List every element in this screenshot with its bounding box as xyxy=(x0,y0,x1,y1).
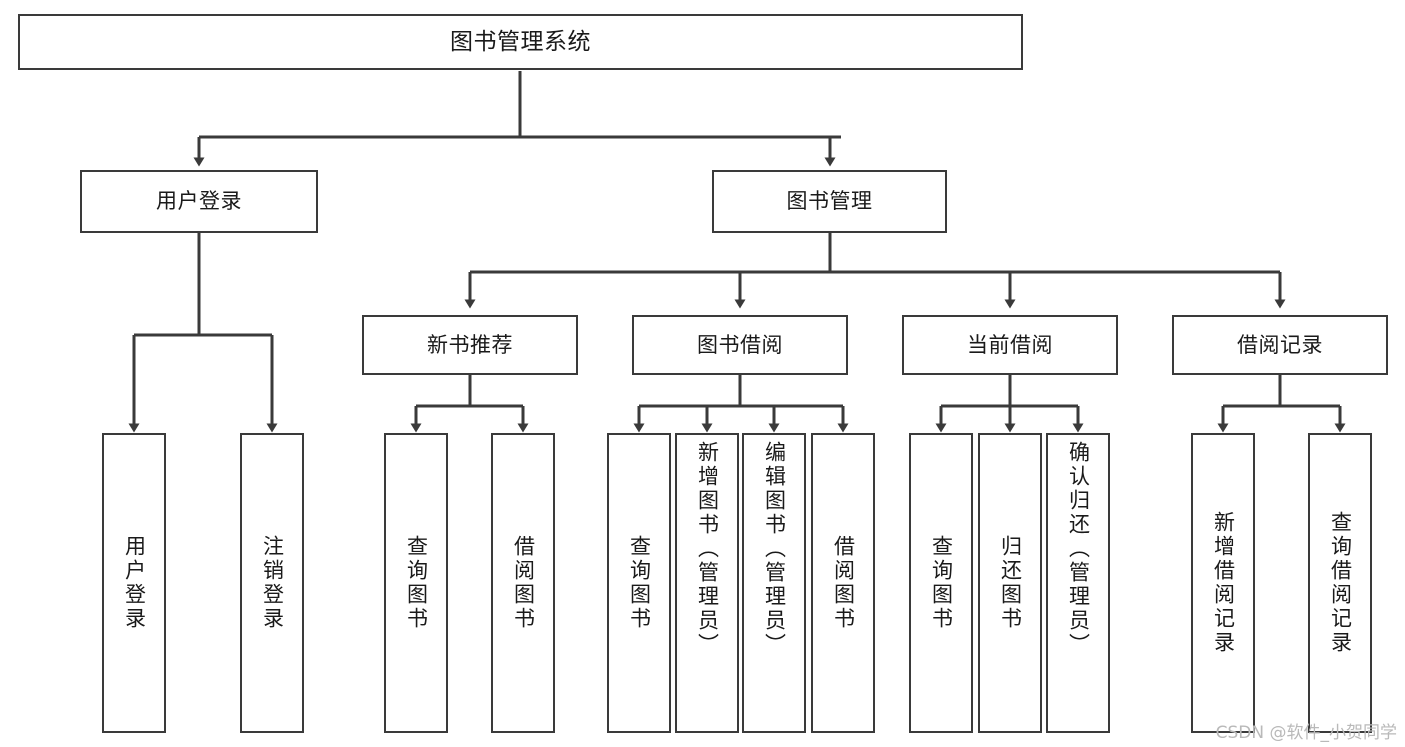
leaf-return-book[interactable]: 归还图书 xyxy=(978,433,1042,733)
leaf-add-borrow-record-label: 新增借阅记录 xyxy=(1211,511,1236,655)
leaf-add-book-admin-label: 新增图书（管理员） xyxy=(695,441,720,657)
leaf-query-book-recommend-label: 查询图书 xyxy=(404,535,429,631)
node-root[interactable]: 图书管理系统 xyxy=(18,14,1023,70)
node-current-borrow[interactable]: 当前借阅 xyxy=(902,315,1118,375)
leaf-borrow-book-recommend[interactable]: 借阅图书 xyxy=(491,433,555,733)
node-new-book-recommend-label: 新书推荐 xyxy=(427,332,513,357)
leaf-query-book-borrow-label: 查询图书 xyxy=(627,535,652,631)
leaf-query-borrow-record-label: 查询借阅记录 xyxy=(1328,511,1353,655)
node-user-login[interactable]: 用户登录 xyxy=(80,170,318,233)
leaf-logout-label: 注销登录 xyxy=(260,535,285,631)
leaf-confirm-return-admin[interactable]: 确认归还（管理员） xyxy=(1046,433,1110,733)
leaf-confirm-return-admin-label: 确认归还（管理员） xyxy=(1066,441,1091,657)
node-book-management-label: 图书管理 xyxy=(786,189,873,214)
leaf-query-book-recommend[interactable]: 查询图书 xyxy=(384,433,448,733)
node-borrow-record-label: 借阅记录 xyxy=(1237,332,1323,357)
leaf-logout[interactable]: 注销登录 xyxy=(240,433,304,733)
node-book-borrow-label: 图书借阅 xyxy=(697,332,783,357)
leaf-borrow-book-recommend-label: 借阅图书 xyxy=(511,535,536,631)
leaf-add-book-admin[interactable]: 新增图书（管理员） xyxy=(675,433,739,733)
node-current-borrow-label: 当前借阅 xyxy=(967,332,1053,357)
node-new-book-recommend[interactable]: 新书推荐 xyxy=(362,315,578,375)
leaf-query-book-current-label: 查询图书 xyxy=(929,535,954,631)
node-root-label: 图书管理系统 xyxy=(450,28,591,55)
leaf-borrow-book[interactable]: 借阅图书 xyxy=(811,433,875,733)
node-user-login-label: 用户登录 xyxy=(156,189,242,214)
leaf-borrow-book-label: 借阅图书 xyxy=(831,535,856,631)
leaf-query-borrow-record[interactable]: 查询借阅记录 xyxy=(1308,433,1372,733)
node-book-management[interactable]: 图书管理 xyxy=(712,170,947,233)
leaf-add-borrow-record[interactable]: 新增借阅记录 xyxy=(1191,433,1255,733)
leaf-user-login[interactable]: 用户登录 xyxy=(102,433,166,733)
leaf-return-book-label: 归还图书 xyxy=(998,535,1023,631)
leaf-user-login-label: 用户登录 xyxy=(122,535,147,631)
watermark: CSDN @软件_小贺同学 xyxy=(1215,723,1397,743)
leaf-query-book-current[interactable]: 查询图书 xyxy=(909,433,973,733)
leaf-query-book-borrow[interactable]: 查询图书 xyxy=(607,433,671,733)
leaf-edit-book-admin-label: 编辑图书（管理员） xyxy=(762,441,787,657)
leaf-edit-book-admin[interactable]: 编辑图书（管理员） xyxy=(742,433,806,733)
node-borrow-record[interactable]: 借阅记录 xyxy=(1172,315,1388,375)
node-book-borrow[interactable]: 图书借阅 xyxy=(632,315,848,375)
